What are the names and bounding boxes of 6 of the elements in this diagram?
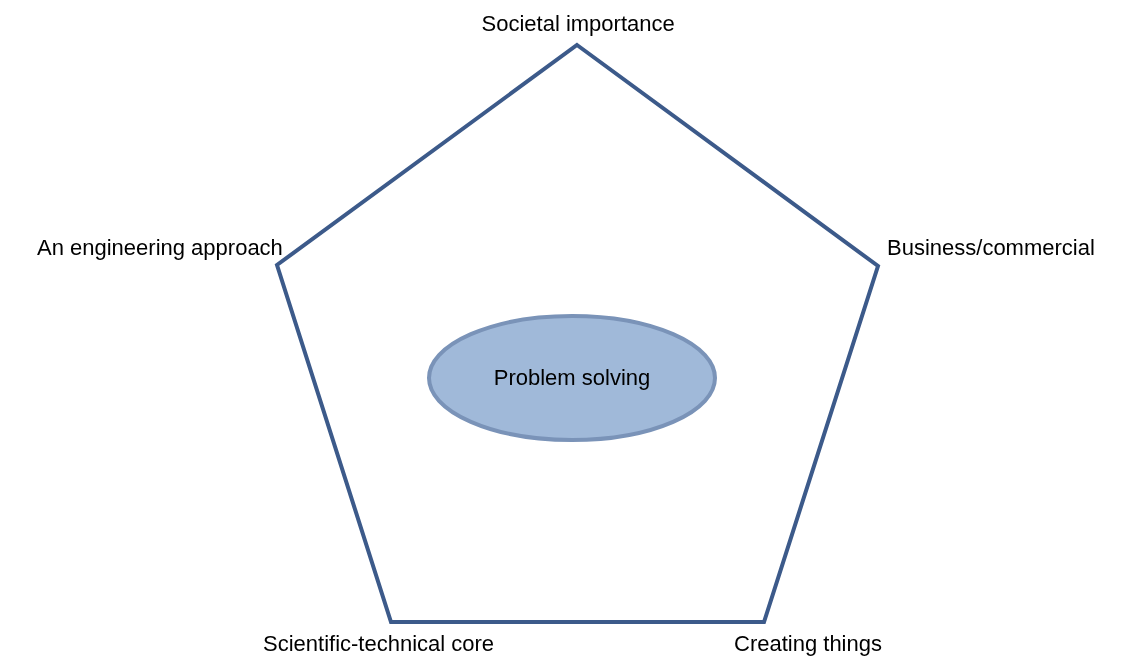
vertex-label: Scientific-technical core bbox=[263, 631, 495, 657]
vertex-label: Creating things bbox=[734, 631, 882, 657]
vertex-label: An engineering approach bbox=[37, 235, 283, 261]
vertex-label: Societal importance bbox=[481, 11, 675, 37]
vertex-label: Business/commercial bbox=[887, 235, 1095, 261]
node-label: Problem solving bbox=[493, 365, 651, 391]
